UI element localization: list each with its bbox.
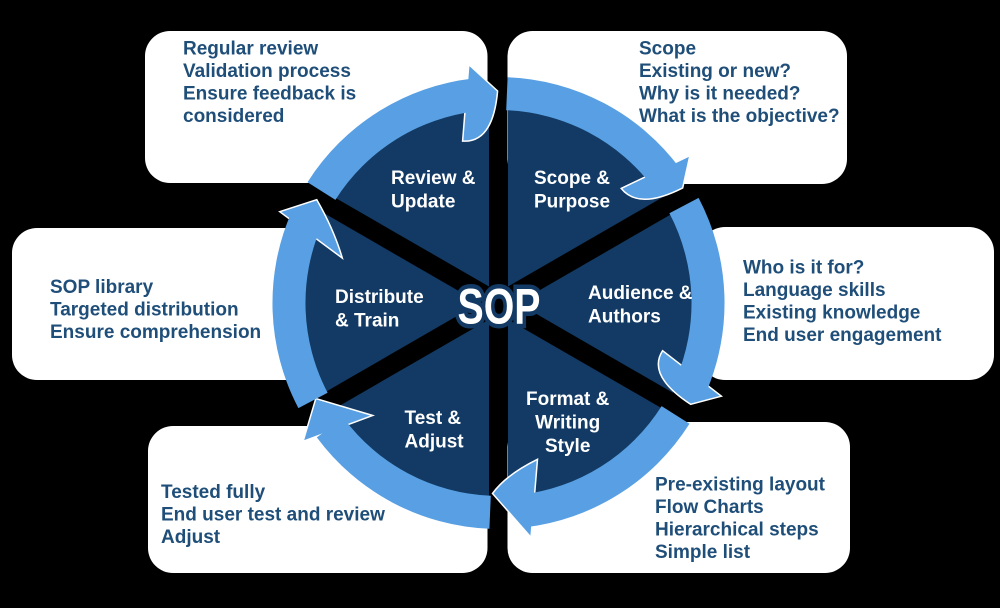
svg-text:Writing: Writing	[535, 412, 600, 433]
svg-text:Pre-existing layout: Pre-existing layout	[655, 474, 826, 495]
svg-text:Adjust: Adjust	[161, 527, 221, 548]
svg-text:Test &: Test &	[405, 408, 462, 429]
svg-text:Why is it needed?: Why is it needed?	[639, 84, 801, 105]
svg-text:What is the objective?: What is the objective?	[639, 106, 840, 127]
svg-text:End user test and review: End user test and review	[161, 505, 385, 526]
svg-text:Ensure feedback is: Ensure feedback is	[183, 84, 356, 105]
svg-text:Simple list: Simple list	[655, 542, 751, 563]
svg-text:Purpose: Purpose	[534, 191, 610, 212]
svg-text:Existing or new?: Existing or new?	[639, 61, 791, 82]
svg-text:Adjust: Adjust	[405, 431, 465, 452]
svg-text:Scope: Scope	[639, 39, 696, 60]
svg-text:Review &: Review &	[391, 168, 476, 189]
svg-text:Update: Update	[391, 191, 455, 212]
svg-text:Scope &: Scope &	[534, 168, 610, 189]
svg-text:Hierarchical steps: Hierarchical steps	[655, 519, 819, 540]
svg-text:SOP library: SOP library	[50, 277, 154, 298]
svg-text:Distribute: Distribute	[335, 287, 424, 308]
svg-text:Language skills: Language skills	[743, 280, 886, 301]
svg-text:& Train: & Train	[335, 310, 399, 331]
svg-text:considered: considered	[183, 106, 284, 127]
svg-text:Existing knowledge: Existing knowledge	[743, 303, 920, 324]
svg-text:Regular review: Regular review	[183, 39, 318, 60]
svg-text:SOP: SOP	[458, 279, 541, 335]
svg-text:Style: Style	[545, 436, 590, 457]
svg-text:Who is it for?: Who is it for?	[743, 258, 864, 279]
svg-text:Audience &: Audience &	[588, 283, 693, 304]
svg-text:Flow Charts: Flow Charts	[655, 497, 764, 518]
svg-text:Validation process: Validation process	[183, 61, 351, 82]
svg-text:End user engagement: End user engagement	[743, 325, 942, 346]
svg-text:Format &: Format &	[526, 389, 610, 410]
svg-text:Tested fully: Tested fully	[161, 482, 266, 503]
svg-text:Targeted distribution: Targeted distribution	[50, 300, 239, 321]
svg-text:Ensure comprehension: Ensure comprehension	[50, 322, 261, 343]
svg-text:Authors: Authors	[588, 306, 661, 327]
